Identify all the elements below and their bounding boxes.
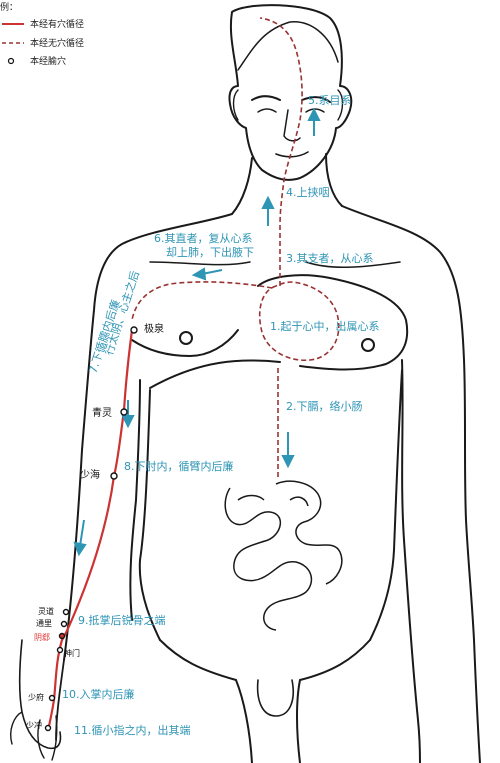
acupoint-shaohai-icon [110,472,118,480]
acupoint-jiquan-icon [130,326,138,334]
arrow-down-abdomen-icon [281,432,295,469]
legend-item-point: 本经腧穴 [30,55,66,67]
label-shaofu: 少府 [28,692,44,702]
legend-item-solid: 本经有穴循径 [30,18,84,30]
label-jiquan: 极泉 [144,322,164,335]
step-6-label-line2: 却上肺，下出腋下 [166,245,254,259]
step-1-label: 1.起于心中，出属心系 [270,319,380,333]
legend: 例： 本经有穴循径 本经无穴循径 本经腧穴 [0,1,84,67]
meridian-dashed [131,17,340,480]
acupoint-shenmen-icon [56,646,64,654]
step-8-label: 8.下肘内，循臂内后廉 [124,459,234,473]
acupoint-swatch-icon [7,57,15,65]
label-shaochong: 少冲 [26,720,42,730]
step-4-label: 4.上挟咽 [286,185,330,199]
arrow-left-chest-icon [191,267,223,281]
acupoint-lingdao-icon [62,608,70,616]
step-3-label: 3.其支者，从心系 [286,252,374,265]
label-tongli: 通里 [36,618,52,628]
legend-title: 例： [0,1,18,13]
step-2-label: 2.下膈，络小肠 [286,399,363,413]
acupoint-shaochong-icon [44,724,52,732]
label-shaohai: 少海 [80,468,100,481]
step-9-label: 9.抵掌后锐骨之端 [78,613,166,627]
flow-arrows [73,107,321,557]
step-11-label: 11.循小指之内，出其端 [74,723,191,737]
legend-item-dashed: 本经无穴循径 [30,37,84,49]
step-6-label-line1: 6.其直者，复从心系 [154,231,253,245]
step-5-label: 5.系目系 [308,94,352,107]
acupoint-shaofu-icon [48,694,56,702]
label-lingdao: 灵道 [38,606,54,616]
meridian-solid [46,329,134,731]
acupoint-tongli-icon [60,620,68,628]
acupoint-yinxi-icon [58,632,66,640]
label-qingling: 青灵 [92,406,112,419]
acupoint-labels: 极泉 青灵 少海 灵道 通里 阴郄 神门 少府 少冲 [26,322,164,730]
body-outline [10,4,481,763]
label-shenmen: 神门 [64,648,80,658]
arrow-down-arm-icon [121,400,135,429]
arrow-up-face-icon [307,107,321,136]
head-outline [228,4,353,181]
step-10-label: 10.入掌内后廉 [62,687,135,701]
arrow-down-forearm-icon [73,519,87,557]
acupoint-markers [44,326,138,732]
arrow-up-throat-icon [261,195,275,226]
intestines [224,480,343,631]
acupoint-qingling-icon [120,408,128,416]
label-yinxi: 阴郄 [34,632,50,642]
